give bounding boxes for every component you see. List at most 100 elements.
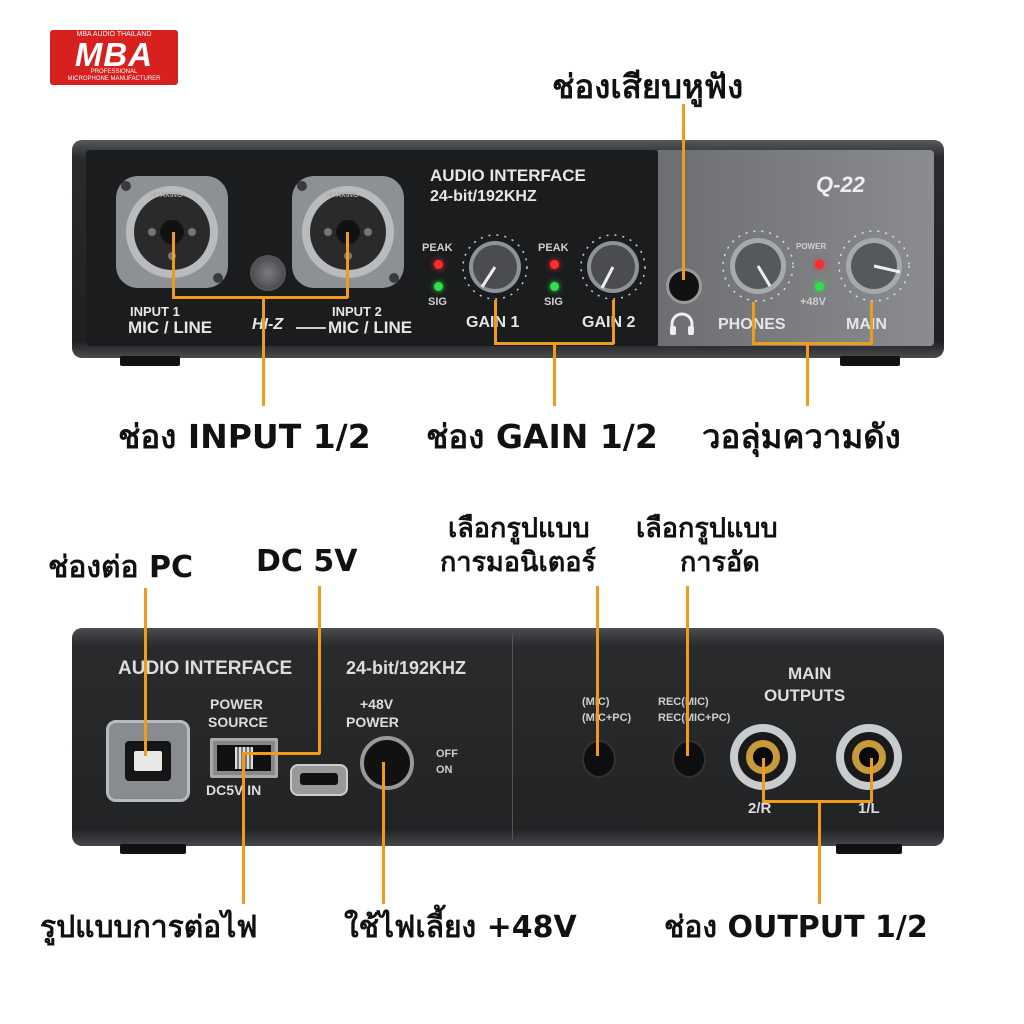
callout-output: ช่อง OUTPUT 1/2 xyxy=(664,910,928,945)
hi-z-button[interactable] xyxy=(250,255,286,291)
main-label: MAIN xyxy=(846,316,887,333)
logo-sub-1: PROFESSIONAL xyxy=(90,69,138,75)
plus48-label: +48V xyxy=(800,296,826,308)
callout-line-output-r xyxy=(870,758,873,802)
usb-b-port[interactable] xyxy=(106,720,190,802)
back-panel xyxy=(72,628,944,846)
phantom-label-a: +48V xyxy=(360,696,394,712)
sig-1-label: SIG xyxy=(428,296,447,308)
input-2-label: INPUT 2 xyxy=(332,304,382,319)
front-spec: 24-bit/192KHZ xyxy=(430,188,537,205)
callout-line-input-v xyxy=(262,296,265,406)
power-label: POWER xyxy=(796,242,827,251)
output-2r-label: 2/R xyxy=(748,800,772,817)
peak-2-led xyxy=(550,260,559,269)
callout-monitor-line2: การมอนิเตอร์ xyxy=(440,547,596,578)
phantom-power-button[interactable] xyxy=(360,736,414,790)
callout-line-gain-r xyxy=(612,300,615,344)
monitor-mic-label: (MIC) xyxy=(582,696,610,708)
callout-line-output-h xyxy=(762,800,872,803)
power-source-label-a: POWER xyxy=(210,696,263,712)
record-mode-button[interactable] xyxy=(672,740,706,778)
phantom-label-b: POWER xyxy=(346,714,399,730)
input-1-type: MIC / LINE xyxy=(128,318,213,337)
gain-1-label: GAIN 1 xyxy=(466,314,520,331)
callout-monitor-line1: เลือกรูปแบบ xyxy=(448,513,590,544)
power-source-label-b: SOURCE xyxy=(208,714,268,730)
output-2r-jack[interactable] xyxy=(728,722,798,792)
phones-label: PHONES xyxy=(718,316,786,334)
callout-line-pc xyxy=(144,588,147,756)
callout-headphone-jack: ช่องเสียบหูฟัง xyxy=(552,67,744,106)
callout-line-headphone xyxy=(682,104,685,280)
xlr2-brand: HUAXING xyxy=(326,192,359,199)
callout-line-gain-v xyxy=(553,342,556,406)
front-title: AUDIO INTERFACE xyxy=(430,166,586,185)
callout-line-record xyxy=(686,586,689,756)
callout-record-line2: การอัด xyxy=(680,547,760,578)
back-foot-left xyxy=(120,844,186,854)
headphone-icon xyxy=(668,312,696,336)
output-1l-label: 1/L xyxy=(858,800,880,817)
callout-line-power-mode xyxy=(242,752,245,904)
callout-line-vol-v xyxy=(806,342,809,406)
gain-1-knob[interactable] xyxy=(460,232,530,302)
usb-b-port-tongue xyxy=(134,751,162,771)
callout-phantom: ใช้ไฟเลี้ยง +48V xyxy=(344,910,577,945)
sig-2-led xyxy=(550,282,559,291)
phantom-on-label: ON xyxy=(436,764,453,776)
callout-line-gain-l xyxy=(494,300,497,344)
main-outputs-label-a: MAIN xyxy=(788,664,832,683)
callout-line-monitor xyxy=(596,586,599,756)
brand-logo: MBA AUDIO THAILAND MBA PROFESSIONAL MICR… xyxy=(50,30,178,85)
phantom-off-label: OFF xyxy=(436,748,458,760)
peak-2-label: PEAK xyxy=(538,242,569,254)
input-2-type: MIC / LINE xyxy=(328,318,413,337)
callout-line-output-v xyxy=(818,800,821,904)
hi-z-label: HI-Z xyxy=(252,316,284,333)
callout-gain: ช่อง GAIN 1/2 xyxy=(426,417,658,456)
logo-brand: MBA xyxy=(74,36,154,73)
usb-b-port-inner xyxy=(125,741,171,781)
gain-2-label: GAIN 2 xyxy=(582,314,636,331)
callout-power-mode: รูปแบบการต่อไฟ xyxy=(40,910,258,945)
micro-usb-port[interactable] xyxy=(290,764,348,796)
monitor-mode-button[interactable] xyxy=(582,740,616,778)
callout-line-vol-h xyxy=(752,342,872,345)
main-volume-knob[interactable] xyxy=(836,228,912,304)
output-1l-jack[interactable] xyxy=(834,722,904,792)
callout-line-input-r xyxy=(346,232,349,298)
callout-line-output-l xyxy=(762,758,765,802)
sig-2-label: SIG xyxy=(544,296,563,308)
back-foot-right xyxy=(836,844,902,854)
phantom-led xyxy=(815,282,824,291)
callout-line-dc5v-h xyxy=(244,752,320,755)
gain-2-knob[interactable] xyxy=(578,232,648,302)
record-micpc-label: REC(MIC+PC) xyxy=(658,712,731,724)
sig-1-led xyxy=(434,282,443,291)
callout-line-dc5v-v xyxy=(318,586,321,754)
callout-line-input-l xyxy=(172,232,175,298)
callout-line-vol-r xyxy=(870,302,873,344)
micro-usb-port-inner xyxy=(300,773,338,785)
callout-input: ช่อง INPUT 1/2 xyxy=(118,417,371,456)
logo-top-text: MBA AUDIO THAILAND xyxy=(76,31,152,38)
monitor-micpc-label: (MIC+PC) xyxy=(582,712,632,724)
peak-1-label: PEAK xyxy=(422,242,453,254)
back-title: AUDIO INTERFACE xyxy=(118,658,293,679)
input-1-label: INPUT 1 xyxy=(130,304,180,319)
callout-line-phantom xyxy=(382,762,385,904)
front-foot-left xyxy=(120,356,180,366)
callout-line-input-h xyxy=(172,296,348,299)
callout-dc5v: DC 5V xyxy=(256,544,358,579)
xlr1-brand: HUAXING xyxy=(150,192,183,199)
logo-sub-2: MICROPHONE MANUFACTURER xyxy=(67,76,161,82)
callout-volume: วอลุ่มความดัง xyxy=(702,417,901,456)
back-divider xyxy=(512,634,513,840)
record-mic-label: REC(MIC) xyxy=(658,696,709,708)
callout-pc-port: ช่องต่อ PC xyxy=(48,550,193,585)
model-name: Q-22 xyxy=(816,172,865,197)
back-spec: 24-bit/192KHZ xyxy=(346,658,467,678)
phones-knob[interactable] xyxy=(720,228,796,304)
hi-z-divider xyxy=(296,327,326,329)
